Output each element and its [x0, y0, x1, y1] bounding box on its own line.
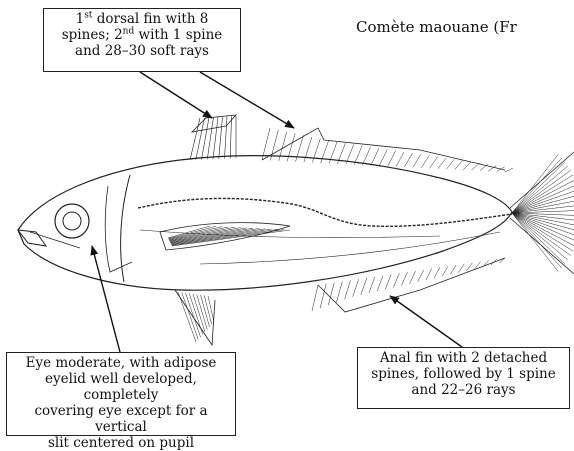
fin-ray [388, 151, 396, 167]
fin-ray [426, 269, 432, 280]
fin-ray [458, 264, 464, 273]
fin-ray [213, 117, 218, 159]
fin-ray [369, 277, 375, 293]
fin-ray [512, 180, 574, 213]
fin-ray [230, 116, 231, 158]
fin-ray [410, 271, 416, 284]
fin-ray [512, 170, 571, 213]
first-dorsal-fin [190, 115, 236, 160]
fin-ray [442, 266, 448, 276]
dorsal-arrow-2 [200, 72, 294, 128]
fin-ray [446, 159, 454, 169]
fin-ray [471, 163, 479, 170]
eye-outer-ring [55, 204, 89, 238]
fin-ray [363, 147, 371, 165]
jaw-line [30, 232, 80, 248]
species-name: Comète maouane (Fr [356, 18, 517, 36]
fin-ray [491, 259, 497, 265]
fin-ray [455, 161, 463, 170]
fin-ray [379, 149, 387, 165]
fin-ray [421, 156, 429, 168]
eye-pupil [63, 212, 81, 230]
fin-ray [204, 296, 212, 325]
fin-ray [168, 226, 210, 238]
fin-ray [434, 267, 440, 278]
fin-ray [512, 213, 568, 260]
belly-line [200, 232, 500, 264]
fin-ray [512, 154, 558, 213]
second-dorsal-fin [262, 128, 513, 172]
fin-ray [418, 270, 424, 282]
fin-ray [385, 274, 391, 289]
gill-cover [121, 175, 130, 282]
pectoral-fin [160, 223, 290, 250]
fish-drawing [18, 115, 574, 345]
fin-ray [512, 166, 568, 213]
fin-ray [512, 213, 574, 216]
fin-ray [225, 117, 228, 159]
fin-ray [345, 280, 351, 299]
fin-ray [328, 283, 334, 306]
fin-ray [505, 168, 513, 172]
anal-fin-callout: Anal fin with 2 detached spines, followe… [357, 347, 570, 409]
fin-ray [512, 210, 574, 213]
fin-ray [182, 293, 199, 340]
fin-ray [450, 265, 456, 274]
fin-ray [512, 213, 571, 256]
anal-arrow [390, 296, 462, 347]
fin-ray [430, 157, 438, 168]
fin-ray [377, 276, 383, 292]
fin-ray [512, 213, 558, 272]
fin-ray [438, 158, 446, 169]
fin-ray [393, 273, 399, 287]
fin-ray [512, 162, 565, 213]
pelvic-fin [175, 290, 215, 345]
fin-ray [497, 167, 505, 172]
fin-ray [312, 285, 318, 311]
dorsal-fin-callout: 1st dorsal fin with 8 spines; 2nd with 1… [43, 8, 241, 72]
fin-ray [170, 228, 253, 242]
fin-ray [190, 118, 200, 160]
fin-ray [396, 152, 404, 167]
lateral-line [138, 198, 512, 226]
fin-ray [404, 153, 412, 167]
eye-arrow [92, 246, 120, 352]
caudal-fin [510, 152, 574, 274]
fin-ray [413, 154, 421, 167]
anal-fin [312, 258, 505, 312]
fin-ray [208, 296, 214, 322]
fin-ray [336, 281, 342, 302]
fin-ray [371, 148, 379, 165]
dorsal-arrow-1 [140, 72, 212, 118]
fin-ray [353, 279, 359, 297]
fin-ray [512, 213, 574, 246]
fin-ray [466, 263, 472, 271]
preopercle [105, 186, 132, 272]
fin-ray [463, 162, 471, 170]
fin-ray [512, 213, 565, 264]
fin-ray [361, 278, 367, 295]
fin-ray [219, 117, 223, 159]
fin-ray [401, 272, 407, 286]
fin-ray [483, 260, 489, 267]
eye-callout: Eye moderate, with adipose eyelid well d… [6, 352, 236, 436]
